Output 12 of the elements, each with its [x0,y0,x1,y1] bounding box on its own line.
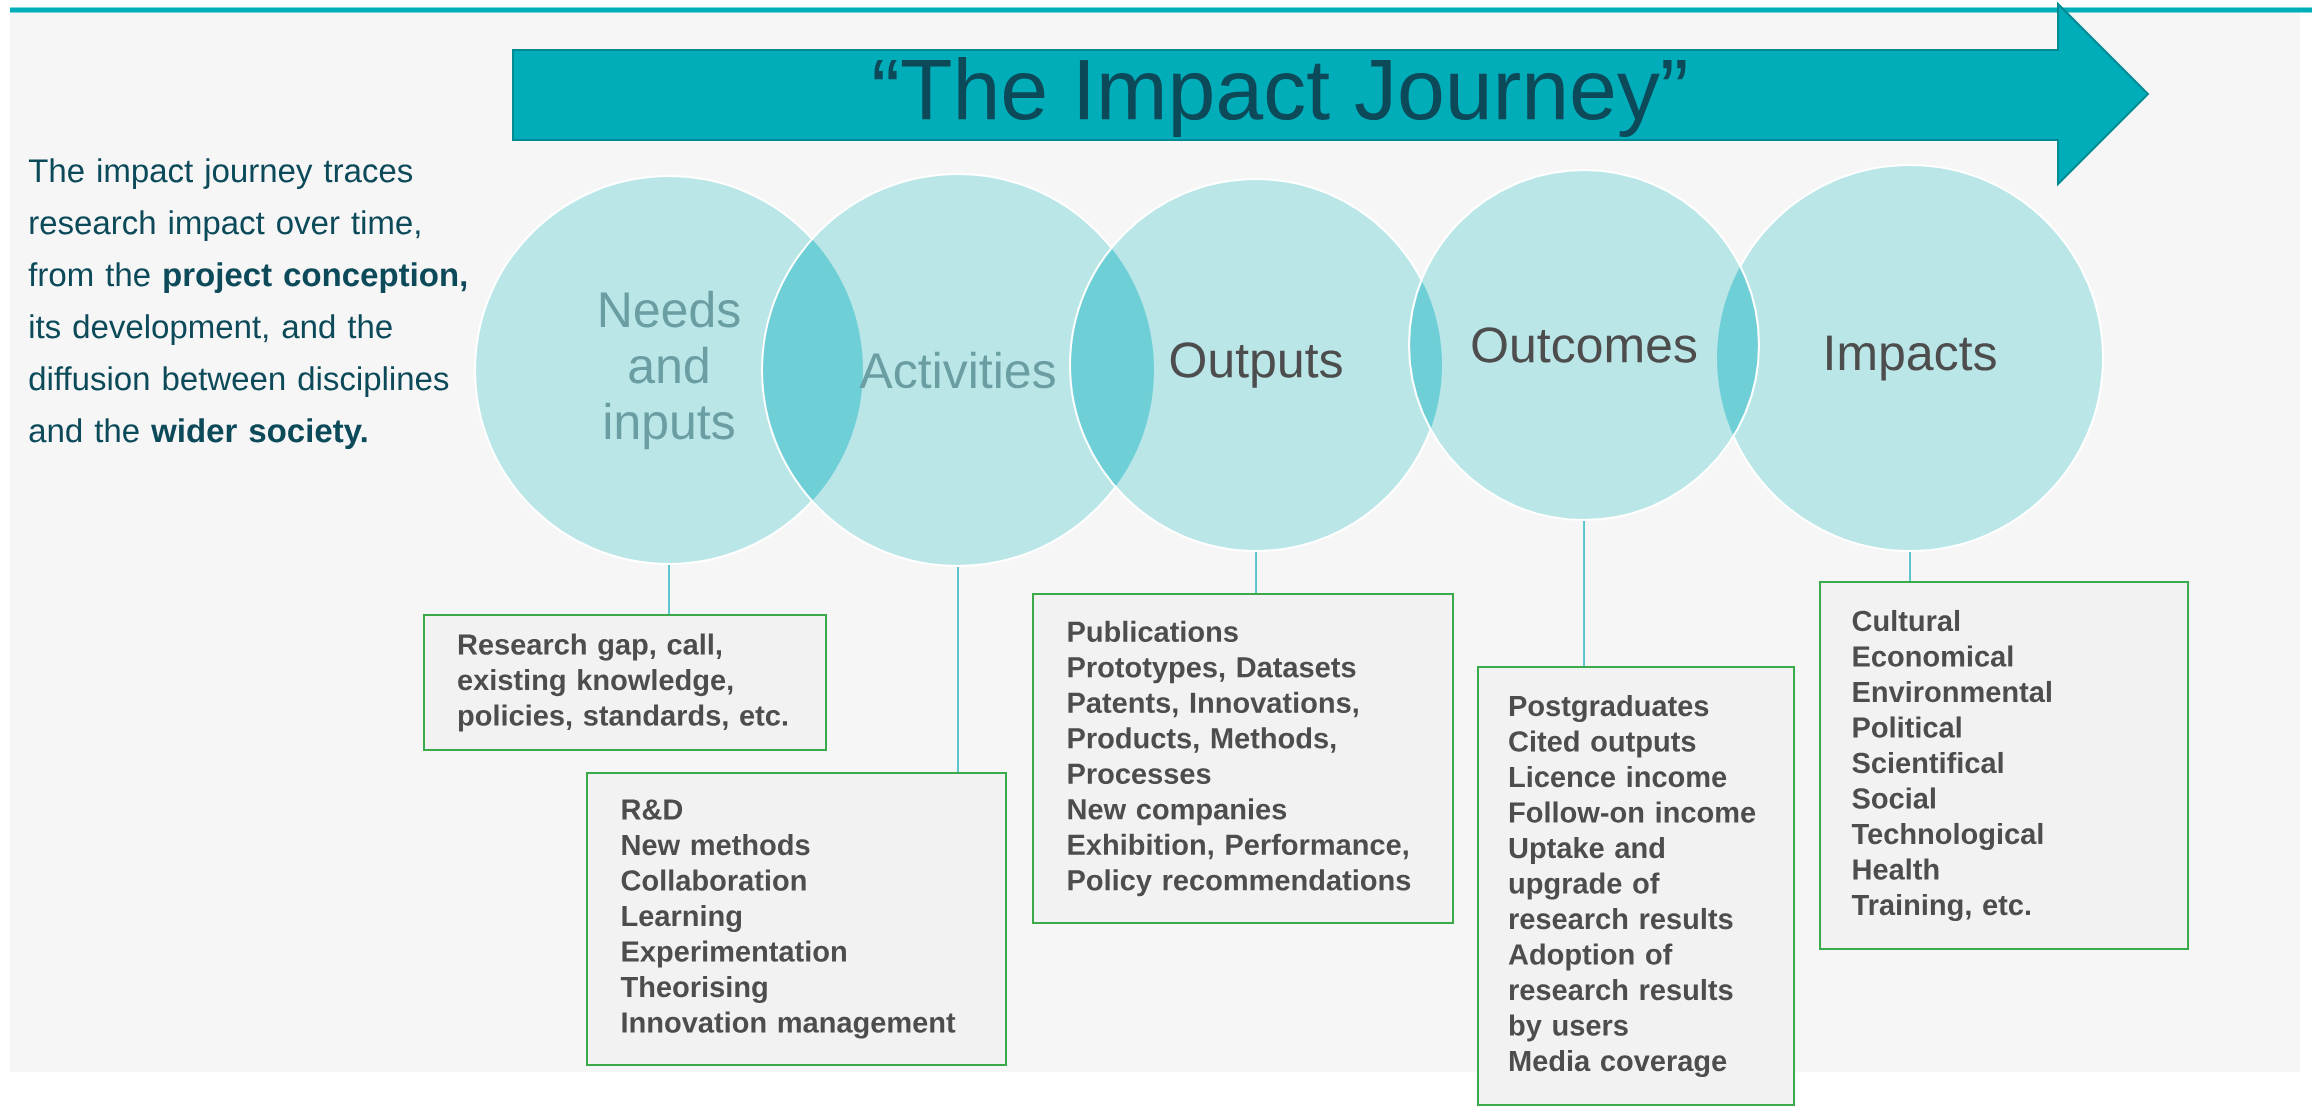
leader-line [957,566,959,773]
node-label: Outputs [1170,342,1342,388]
leader-line [1255,551,1257,594]
list-box: R&D New methods Collaboration Learning Experimentation Theorising Innovation management [586,772,1007,1066]
node-label: Outcomes [1472,327,1697,363]
list-box: Research gap, call, existing knowledge, policies, standards, etc. [423,614,827,751]
leader-line [1909,551,1911,582]
list-box: Publications Prototypes, Datasets Patents, Innovations, Products, Methods, Processes New companies Exhibition, Performance, Policy recommendations [1032,593,1454,924]
leader-line [1583,520,1585,667]
leader-line [668,564,670,615]
list-box: Postgraduates Cited outputs Licence income Follow-on income Uptake and upgrade of research results Adoption of research results by users Media coverage [1477,666,1795,1106]
list-box: Cultural Economical Environmental Political Scientifical Social Technological Health Training, etc. [1819,581,2190,950]
